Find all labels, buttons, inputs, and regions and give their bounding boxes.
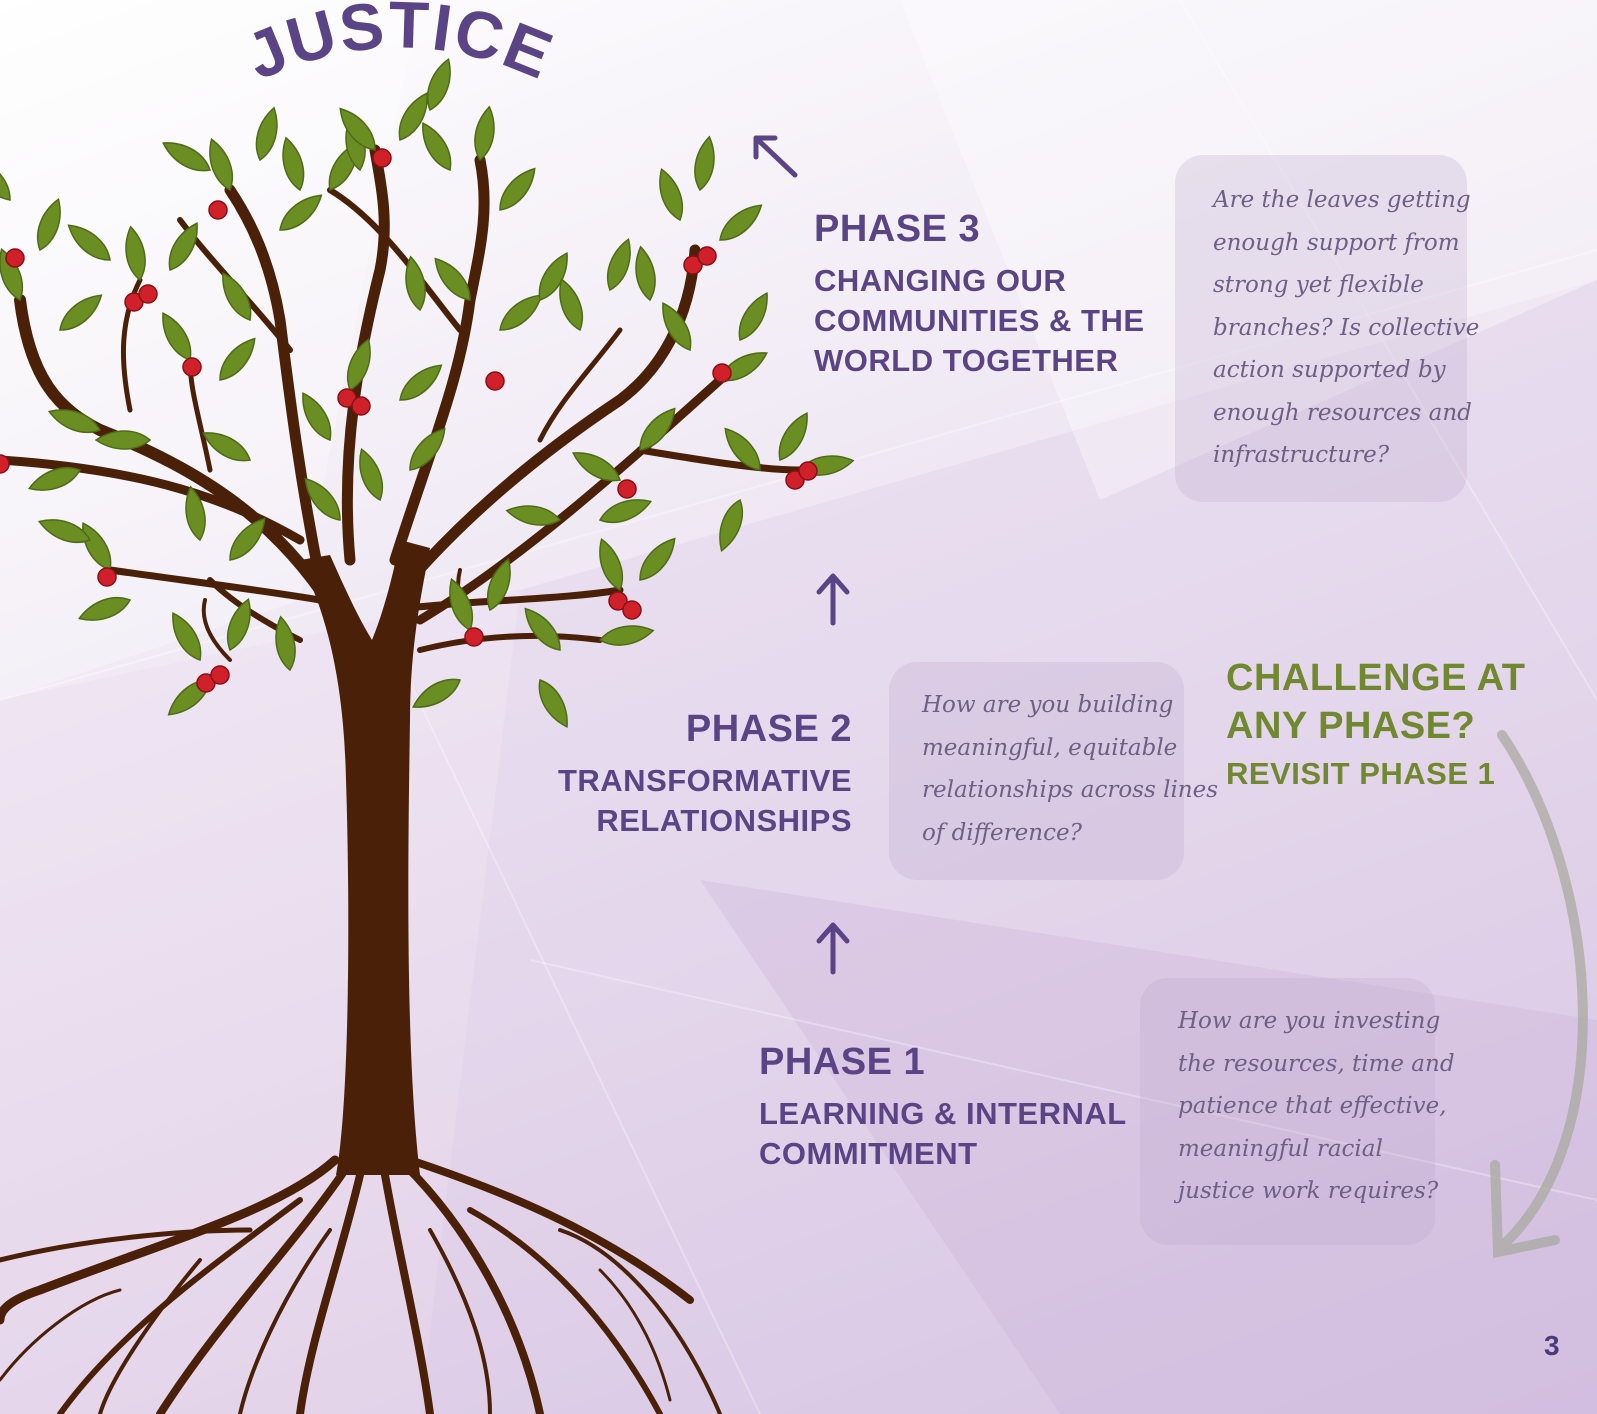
question-line: How are you building: [922, 692, 1174, 718]
question-line: branches? Is collective: [1213, 314, 1480, 341]
phase-2-name-line: RELATIONSHIPS: [596, 803, 852, 838]
phase-3-name: CHANGING OUR COMMUNITIES & THE WORLD TOG…: [814, 261, 1145, 381]
phase-2-label: PHASE 2: [685, 708, 852, 750]
phase-1-name: LEARNING & INTERNAL COMMITMENT: [759, 1094, 1127, 1174]
question-line: relationships across lines: [922, 777, 1219, 803]
phase-3-name-line: COMMUNITIES & THE: [814, 303, 1145, 338]
question-line: of difference?: [922, 819, 1082, 846]
challenge-subtext: REVISIT PHASE 1: [1226, 756, 1496, 791]
question-line: enough support from: [1213, 229, 1460, 256]
tree-illustration: [0, 55, 856, 1414]
phase-3-block: PHASE 3 CHANGING OUR COMMUNITIES & THE W…: [814, 208, 1145, 381]
roots: [0, 1155, 722, 1414]
phase-1-label: PHASE 1: [759, 1041, 926, 1083]
phase-2-name-line: TRANSFORMATIVE: [557, 763, 852, 798]
phase-2-question-box: How are you building meaningful, equitab…: [889, 662, 1219, 880]
question-line: meaningful, equitable: [922, 734, 1178, 761]
question-line: infrastructure?: [1213, 442, 1390, 468]
berries: [0, 148, 818, 693]
question-line: the resources, time and: [1178, 1050, 1455, 1077]
phase-2-name: TRANSFORMATIVE RELATIONSHIPS: [500, 761, 852, 841]
question-line: action supported by: [1213, 357, 1446, 383]
question-line: enough resources and: [1213, 399, 1472, 426]
page-number: 3: [1544, 1330, 1560, 1361]
question-line: Are the leaves getting: [1213, 187, 1471, 213]
question-line: meaningful racial: [1178, 1135, 1383, 1162]
phase-3-question-box: Are the leaves getting enough support fr…: [1175, 155, 1480, 502]
phase-3-name-line: CHANGING OUR: [814, 263, 1067, 298]
phase-1-name-line: LEARNING & INTERNAL: [759, 1096, 1127, 1131]
phase-1-block: PHASE 1 LEARNING & INTERNAL COMMITMENT: [759, 1041, 1127, 1174]
phase-2-block: PHASE 2 TRANSFORMATIVE RELATIONSHIPS: [500, 708, 852, 841]
phase-3-name-line: WORLD TOGETHER: [814, 343, 1119, 378]
phase-1-name-line: COMMITMENT: [759, 1136, 978, 1171]
question-line: patience that effective,: [1178, 1093, 1447, 1119]
question-line: justice work requires?: [1178, 1178, 1439, 1204]
trunk: [300, 540, 430, 1175]
phase-1-question-box: How are you investing the resources, tim…: [1140, 978, 1455, 1245]
justice-title-text: JUSTICE: [236, 0, 564, 93]
challenge-heading-line: CHALLENGE AT: [1226, 657, 1526, 699]
phase-3-label: PHASE 3: [814, 208, 981, 250]
question-line: strong yet flexible: [1213, 272, 1424, 298]
justice-title: JUSTICE: [236, 0, 564, 93]
challenge-heading-line: ANY PHASE?: [1226, 705, 1476, 747]
challenge-callout: CHALLENGE AT ANY PHASE? REVISIT PHASE 1: [1226, 654, 1525, 792]
question-line: How are you investing: [1178, 1008, 1441, 1034]
challenge-heading: CHALLENGE AT ANY PHASE?: [1226, 654, 1525, 750]
